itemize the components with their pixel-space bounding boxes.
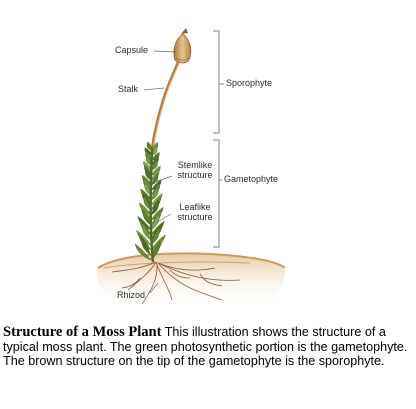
moss-leaf bbox=[151, 186, 159, 201]
stemlike-structure-label: Stemlike structure bbox=[170, 160, 220, 180]
sporophyte-bracket bbox=[213, 30, 224, 134]
rhizoid-label: Rhizod bbox=[117, 290, 146, 300]
capsule bbox=[173, 28, 192, 64]
gametophyte-label: Gametophyte bbox=[224, 174, 279, 184]
stalk bbox=[150, 54, 183, 152]
moss-leaf bbox=[140, 235, 151, 256]
moss-leaf bbox=[141, 222, 151, 241]
moss-leaf bbox=[150, 226, 161, 246]
moss-leaf bbox=[150, 213, 160, 231]
stalk-label: Stalk bbox=[118, 84, 139, 94]
leaflike-structure-label: Leaflike structure bbox=[170, 202, 220, 222]
moss-leaf bbox=[151, 172, 159, 186]
gametophyte-leaves bbox=[134, 141, 166, 261]
moss-leaf bbox=[134, 243, 151, 261]
moss-leaf bbox=[143, 195, 152, 211]
soil-mound bbox=[97, 252, 286, 308]
leaflike-line2: structure bbox=[177, 212, 213, 222]
gametophyte-stem bbox=[149, 149, 155, 263]
caption-body: This illustration shows the structure of… bbox=[3, 325, 408, 369]
stemlike-line2: structure bbox=[177, 170, 213, 180]
sporophyte-label: Sporophyte bbox=[226, 78, 273, 88]
figure-caption: Structure of a Moss Plant This illustrat… bbox=[3, 325, 411, 369]
moss-leaf bbox=[151, 159, 158, 171]
moss-leaf bbox=[142, 208, 152, 226]
caption-title: Structure of a Moss Plant bbox=[3, 324, 162, 340]
rhizoids bbox=[111, 261, 241, 305]
moss-plant-illustration bbox=[97, 28, 286, 308]
stemlike-line1: Stemlike bbox=[177, 160, 213, 170]
capsule-label: Capsule bbox=[115, 45, 149, 55]
leader-lines bbox=[143, 50, 177, 294]
gametophyte-bracket bbox=[213, 139, 222, 248]
moss-leaf bbox=[150, 199, 160, 216]
leaflike-line1: Leaflike bbox=[179, 202, 211, 212]
moss-leaf bbox=[146, 141, 153, 151]
